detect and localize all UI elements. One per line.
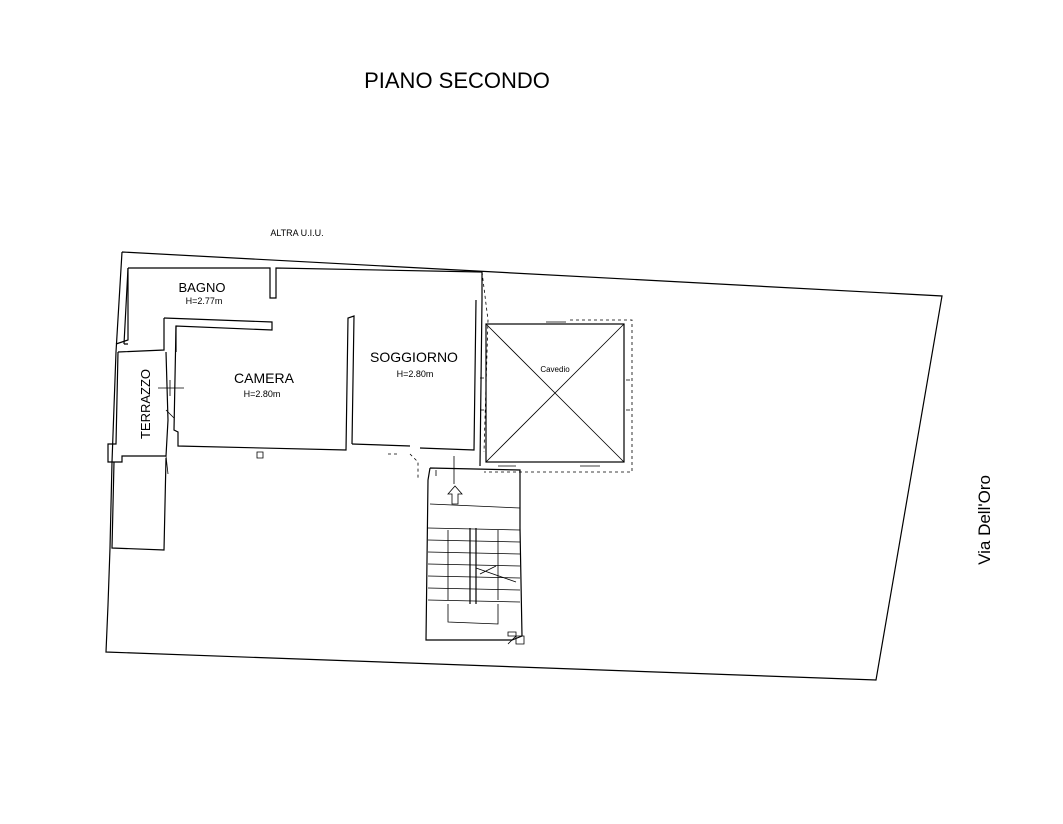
room-name-cavedio: Cavedio bbox=[540, 365, 570, 374]
terrazzo-edge bbox=[165, 455, 169, 475]
wall-bagno-left bbox=[123, 267, 129, 345]
room-name-soggiorno: SOGGIORNO bbox=[370, 349, 458, 365]
wall-soggiorno bbox=[351, 299, 483, 467]
room-height-bagno: H=2.77m bbox=[186, 296, 223, 306]
room-height-camera: H=2.80m bbox=[244, 389, 281, 399]
room-height-soggiorno: H=2.80m bbox=[397, 369, 434, 379]
stair-marker bbox=[507, 631, 525, 645]
stair-entry-lines bbox=[429, 456, 521, 509]
stair-steps bbox=[427, 527, 521, 625]
wall-stairwell bbox=[425, 467, 523, 641]
cavedio-cross bbox=[485, 323, 625, 463]
wall-terrazzo bbox=[107, 351, 169, 463]
room-name-terrazzo: TERRAZZO bbox=[138, 369, 153, 439]
neighbor-label: ALTRA U.I.U. bbox=[270, 228, 323, 238]
camera-door-marks bbox=[158, 380, 264, 459]
soggiorno-dashed-wall bbox=[388, 271, 489, 480]
room-name-camera: CAMERA bbox=[234, 370, 295, 386]
wall-lower-left-room bbox=[111, 457, 167, 551]
stair-up-arrow bbox=[447, 485, 463, 505]
plan-title: PIANO SECONDO bbox=[364, 68, 550, 93]
wall-bagno-side bbox=[117, 318, 165, 353]
wall-camera bbox=[173, 315, 355, 451]
building-outline bbox=[105, 251, 943, 681]
street-label: Via Dell'Oro bbox=[975, 475, 994, 565]
cavedio-window-marks bbox=[480, 321, 630, 467]
cavedio-box bbox=[485, 323, 625, 463]
wall-bagno-bottom bbox=[163, 317, 273, 352]
room-name-bagno: BAGNO bbox=[179, 280, 226, 295]
wall-bagno bbox=[115, 268, 129, 345]
